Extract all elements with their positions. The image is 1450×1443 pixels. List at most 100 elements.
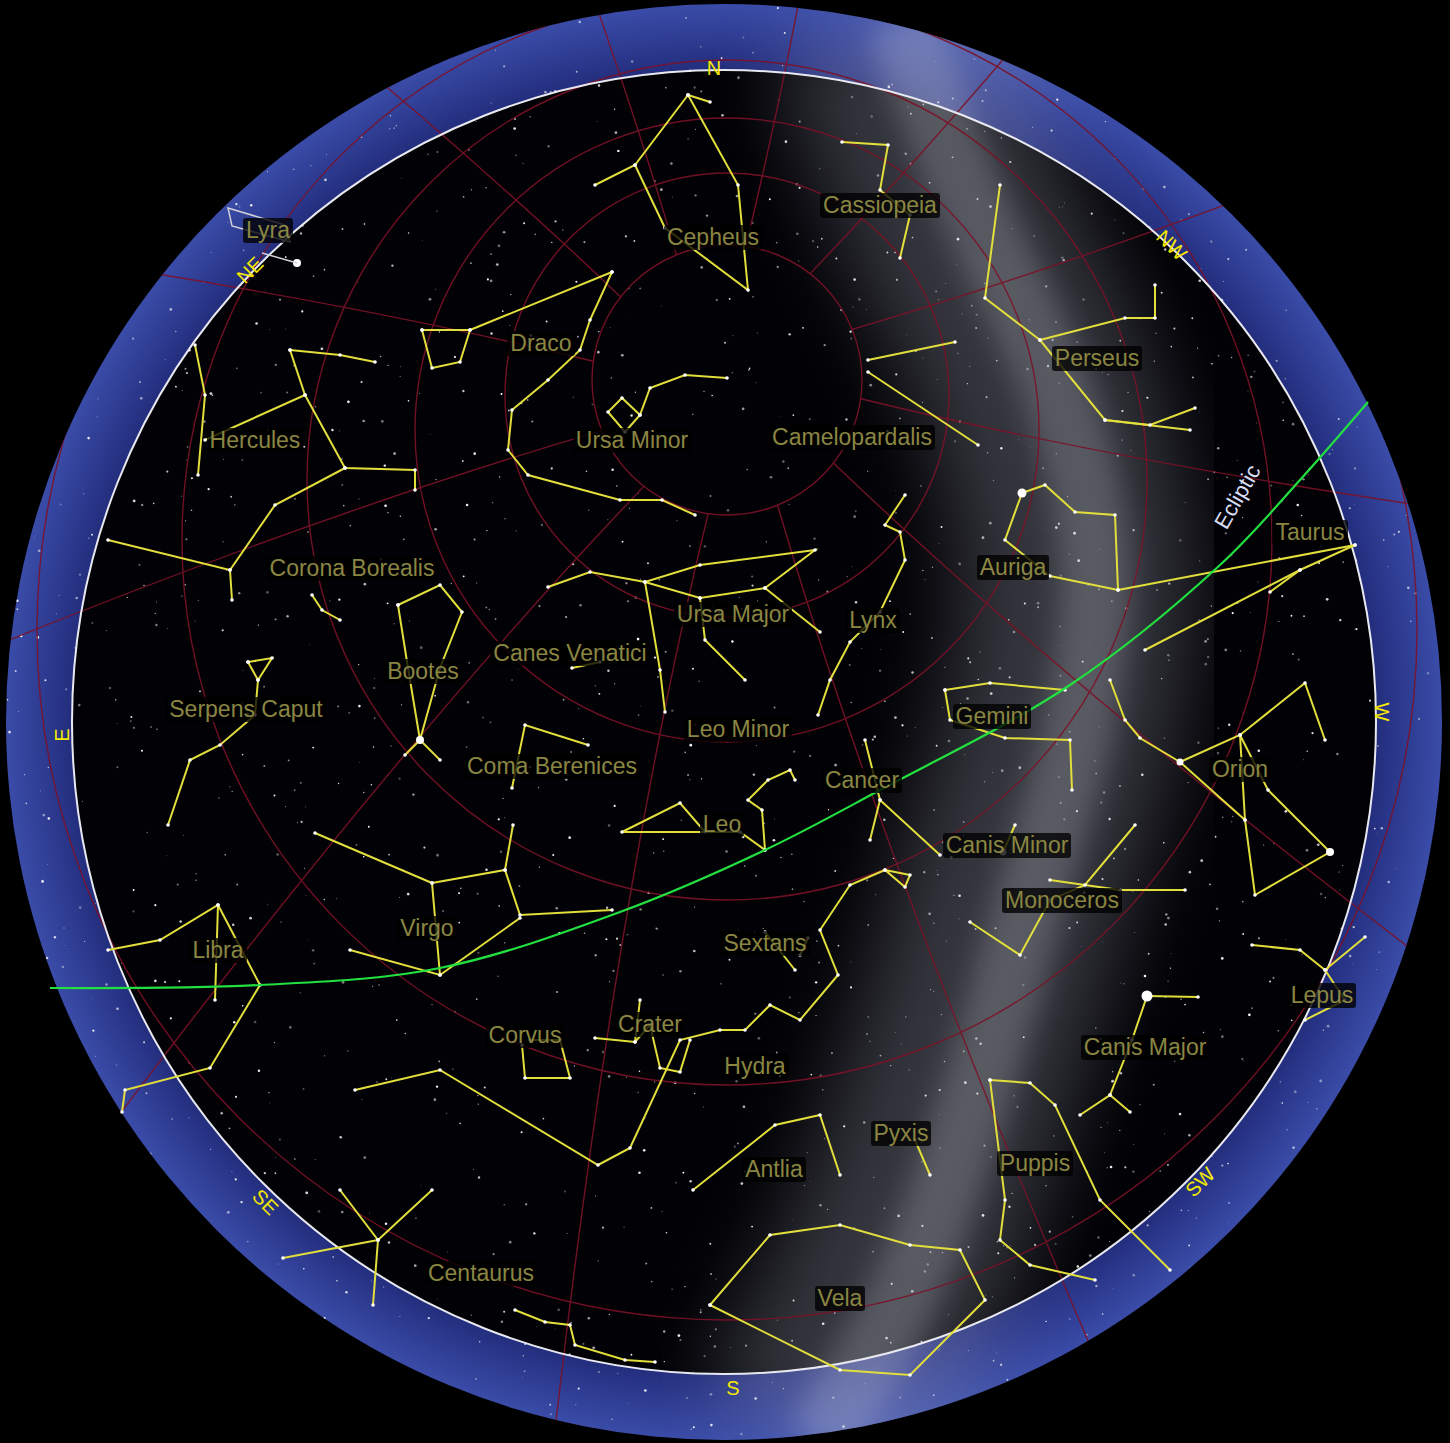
star [686, 93, 690, 97]
star [462, 460, 464, 462]
star [513, 127, 516, 130]
star [665, 651, 667, 653]
star [305, 895, 307, 897]
star [543, 1320, 547, 1324]
star [339, 430, 340, 431]
star [763, 586, 767, 590]
star [736, 195, 739, 198]
compass-direction: NW [1150, 223, 1193, 266]
star [639, 908, 641, 910]
star [1188, 213, 1190, 215]
star [387, 512, 388, 513]
star [687, 1397, 688, 1398]
star [714, 1345, 717, 1348]
star [863, 738, 867, 742]
star [703, 1106, 704, 1107]
star [855, 601, 857, 603]
star [503, 65, 505, 67]
star [616, 485, 618, 487]
star [536, 1326, 537, 1327]
star [267, 903, 269, 905]
constellation-figure [710, 1225, 985, 1375]
star [777, 266, 779, 268]
star [177, 883, 179, 885]
star [364, 223, 366, 225]
star [138, 564, 140, 566]
star [521, 1131, 523, 1133]
star [640, 705, 642, 707]
star [430, 881, 434, 885]
star [1095, 1027, 1096, 1028]
star [785, 140, 788, 143]
star [485, 606, 487, 608]
star [1307, 1102, 1309, 1104]
star [267, 171, 268, 172]
declination-circle [415, 118, 1039, 742]
star [1387, 566, 1389, 568]
star [1207, 478, 1209, 480]
constellation-lines [108, 95, 1365, 1375]
milky-way-core [820, 20, 1096, 1443]
star [1201, 268, 1203, 270]
star [279, 1139, 281, 1141]
star [301, 310, 303, 312]
star [477, 893, 479, 895]
star [249, 917, 252, 920]
constellation-figure [505, 825, 513, 870]
star [1241, 1058, 1243, 1060]
star [504, 817, 505, 818]
star [1292, 1146, 1294, 1148]
star [911, 671, 914, 674]
star [562, 229, 564, 231]
star [643, 580, 647, 584]
star [1298, 948, 1302, 952]
star [187, 446, 189, 448]
star [724, 342, 726, 344]
star [371, 1280, 372, 1281]
star [983, 296, 987, 300]
star [133, 727, 135, 729]
star [661, 305, 662, 306]
star [901, 724, 903, 726]
star [458, 360, 462, 364]
star [1168, 1268, 1172, 1272]
star [789, 996, 791, 998]
star [818, 1113, 822, 1117]
star [58, 594, 60, 596]
star [222, 629, 224, 631]
star [258, 1070, 260, 1072]
star [909, 613, 911, 615]
star [908, 873, 912, 877]
star [341, 228, 343, 230]
star [140, 397, 143, 400]
star [700, 266, 703, 269]
constellation-figure [1040, 285, 1155, 340]
star [768, 1233, 772, 1237]
star [1103, 418, 1107, 422]
star [1339, 890, 1340, 891]
star [774, 707, 776, 709]
star [1317, 843, 1320, 846]
star [656, 928, 658, 930]
constellation-figure [1110, 680, 1180, 762]
star [303, 1268, 305, 1270]
star [193, 343, 197, 347]
star [384, 464, 386, 466]
bright-star [1018, 489, 1027, 498]
star [1338, 418, 1340, 420]
star [693, 86, 695, 88]
star [611, 468, 614, 471]
star [983, 1298, 987, 1302]
star [25, 802, 27, 804]
star [48, 817, 51, 820]
star [1133, 1144, 1135, 1146]
star [308, 939, 310, 941]
star [549, 1404, 551, 1406]
star [1132, 1274, 1135, 1277]
star [1306, 849, 1309, 852]
star [698, 596, 702, 600]
star [314, 1159, 316, 1161]
star [609, 1314, 611, 1316]
star [387, 602, 389, 604]
